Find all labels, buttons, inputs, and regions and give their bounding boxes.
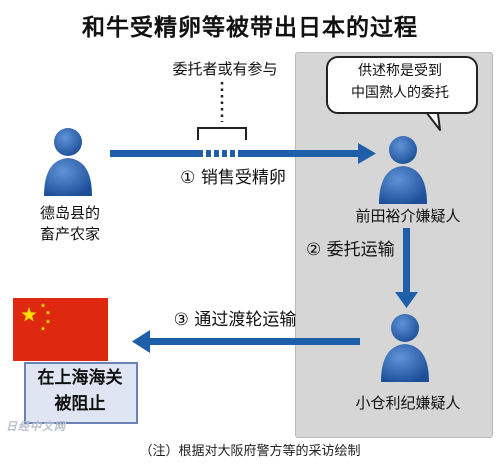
farmer-label-line-2: 畜产农家	[39, 225, 100, 243]
farmer-label: 德岛县的 畜产农家	[30, 203, 110, 245]
bubble-line-2: 中国熟人的委托	[351, 85, 449, 101]
maeda-person-icon	[379, 136, 427, 204]
speech-bubble-text: 供述称是受到 中国熟人的委托	[330, 60, 470, 104]
consignment-bracket	[197, 127, 247, 140]
customs-box	[24, 362, 138, 424]
arrow-step2	[395, 228, 418, 308]
farmer-person-icon	[44, 128, 92, 196]
diagram-title: 和牛受精卵等被带出日本的过程	[82, 15, 418, 41]
farmer-label-line-1: 德岛县的	[39, 204, 100, 222]
customs-line-2: 被阻止	[54, 394, 106, 414]
china-flag-icon	[13, 298, 108, 361]
customs-line-1: 在上海海关	[37, 368, 123, 388]
arrow-step3	[132, 330, 360, 353]
ogura-person-icon	[381, 314, 429, 382]
footnote: （注）根据对大阪府警方等的采访绘制	[139, 444, 361, 459]
watermark-text: 日经中文网	[6, 420, 66, 433]
step1-label: ① 销售受精卵	[180, 168, 286, 188]
ogura-label: 小仓利纪嫌疑人	[355, 394, 461, 412]
step3-label: ③ 通过渡轮运输	[173, 310, 297, 330]
bubble-line-1: 供述称是受到	[358, 63, 442, 79]
step2-label: ② 委托运输	[306, 240, 395, 260]
maeda-label: 前田裕介嫌疑人	[355, 207, 461, 225]
customs-text: 在上海海关 被阻止	[26, 365, 134, 417]
arrow-step1	[110, 143, 376, 164]
speech-bubble	[326, 56, 478, 114]
consignment-note: 委托者或有参与	[172, 60, 278, 78]
